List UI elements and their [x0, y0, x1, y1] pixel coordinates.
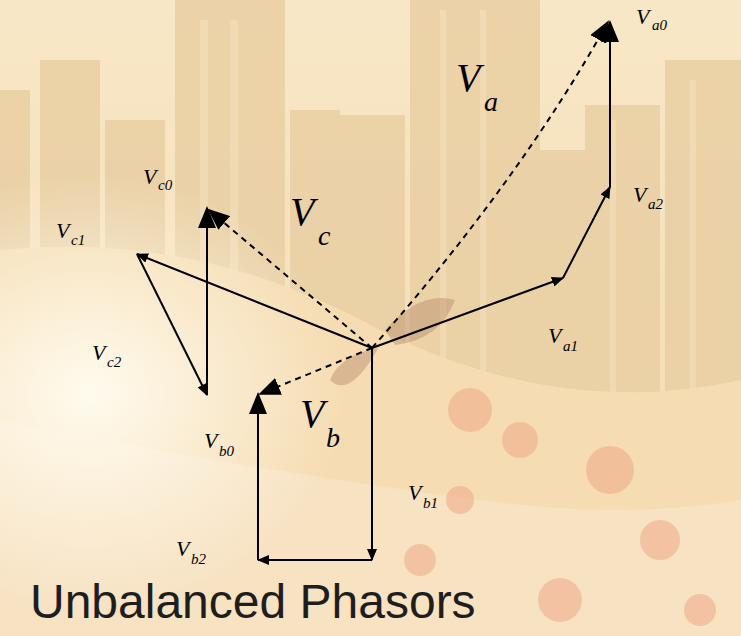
- phasor-symbol: V: [300, 394, 324, 434]
- phasor-subscript: b1: [423, 496, 438, 511]
- phasor-subscript: a0: [652, 18, 667, 33]
- phasor-subscript: c1: [71, 233, 85, 248]
- phasor-vb2: [258, 559, 372, 561]
- phasor-subscript: c0: [158, 178, 172, 193]
- phasor-subscript: a2: [648, 197, 663, 212]
- phasor-va2: [563, 187, 610, 278]
- phasor-symbol: V: [143, 166, 156, 188]
- phasor-subscript: b: [326, 424, 340, 452]
- phasor-vc0: [206, 208, 208, 395]
- phasor-symbol: V: [290, 192, 314, 232]
- phasor-vc1: [137, 254, 372, 348]
- phasor-symbol: V: [92, 342, 105, 364]
- phasor-vb1: [371, 348, 373, 560]
- phasor-subscript: a: [484, 88, 498, 116]
- phasor-va0: [609, 22, 611, 187]
- phasor-subscript: a1: [563, 339, 578, 354]
- phasor-symbol: V: [176, 538, 189, 560]
- phasor-vc2: [137, 254, 207, 395]
- phasor-symbol: V: [408, 482, 421, 504]
- phasor-symbol: V: [56, 220, 69, 242]
- phasor-symbol: V: [456, 58, 480, 98]
- phasor-symbol: V: [548, 325, 561, 347]
- phasor-vb: [260, 348, 372, 394]
- phasor-va1: [372, 278, 563, 348]
- phasor-symbol: V: [204, 430, 217, 452]
- phasor-subscript: c: [318, 222, 330, 250]
- phasor-subscript: b2: [191, 552, 206, 567]
- phasor-subscript: b0: [219, 444, 234, 459]
- phasor-vb0: [257, 394, 259, 560]
- phasor-subscript: c2: [107, 355, 121, 370]
- slide-title: Unbalanced Phasors: [30, 578, 476, 626]
- phasor-symbol: V: [633, 184, 646, 206]
- phasor-symbol: V: [636, 6, 649, 28]
- phasor-va: [372, 22, 608, 348]
